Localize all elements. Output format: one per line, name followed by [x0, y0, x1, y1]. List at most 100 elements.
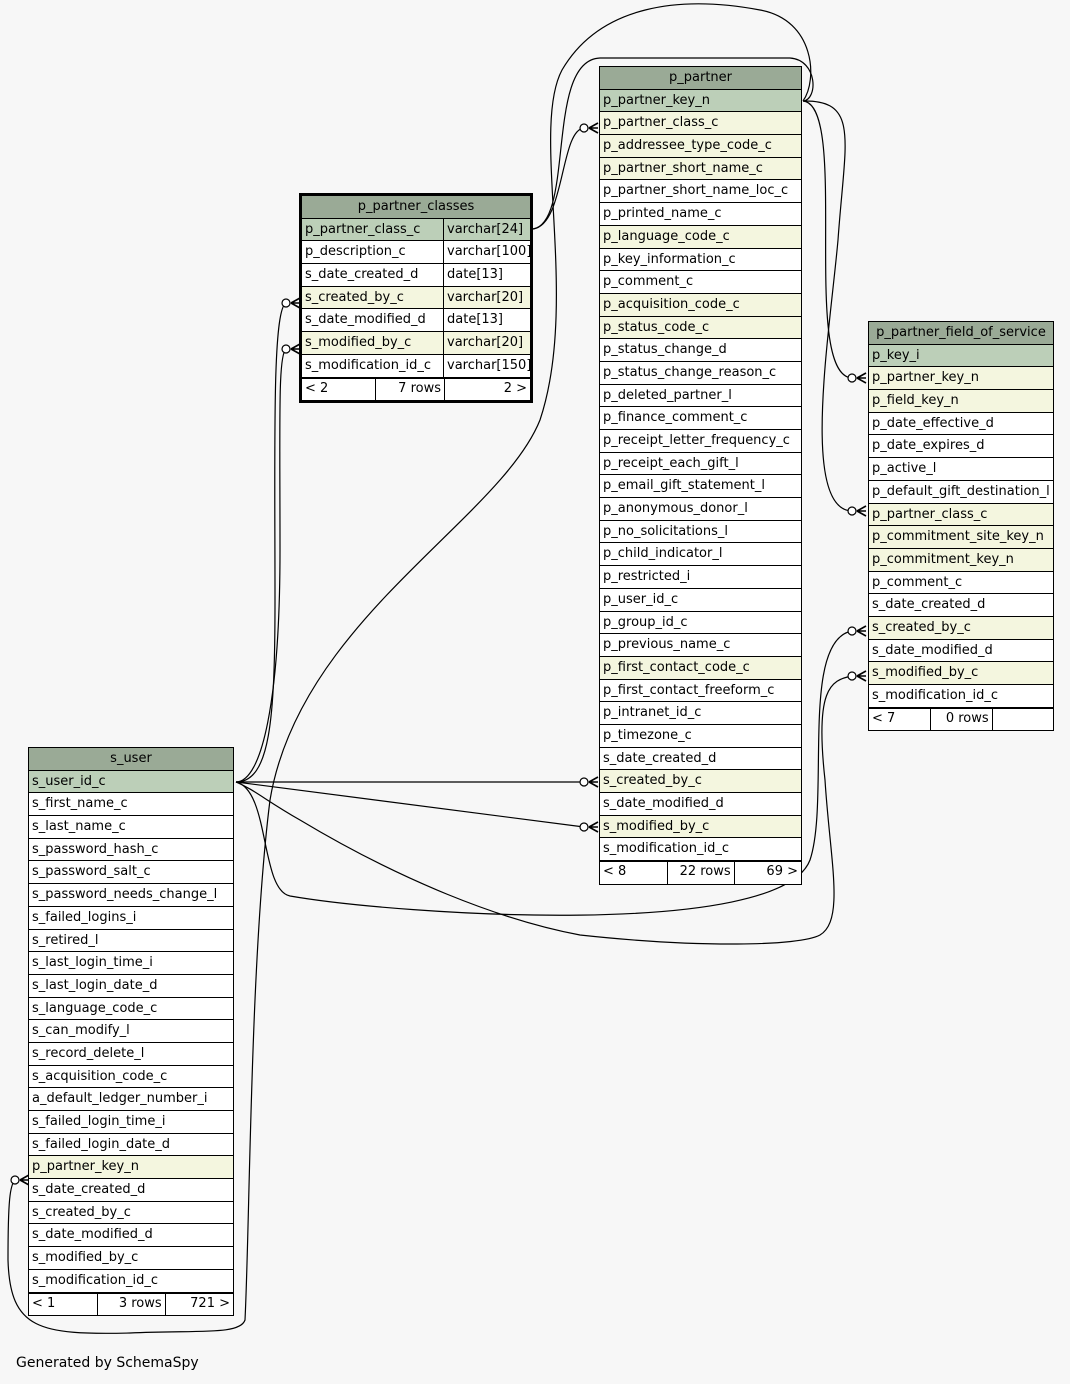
- table-row[interactable]: p_first_contact_code_c: [600, 656, 801, 680]
- table-row[interactable]: s_acquisition_code_c: [29, 1066, 233, 1089]
- table-row[interactable]: s_password_needs_change_l: [29, 884, 233, 907]
- table-row[interactable]: p_status_change_reason_c: [600, 362, 801, 385]
- table-row[interactable]: p_email_gift_statement_l: [600, 475, 801, 499]
- table-row[interactable]: s_record_delete_l: [29, 1043, 233, 1066]
- table-row[interactable]: p_key_i: [869, 344, 1053, 368]
- table-row[interactable]: s_can_modify_l: [29, 1020, 233, 1043]
- table-row[interactable]: p_finance_comment_c: [600, 407, 801, 430]
- table-row[interactable]: s_retired_l: [29, 930, 233, 953]
- column-name: p_user_id_c: [603, 591, 679, 607]
- table-row[interactable]: s_modification_id_c: [600, 838, 801, 862]
- table-row[interactable]: p_receipt_each_gift_l: [600, 453, 801, 476]
- table-row[interactable]: p_user_id_c: [600, 589, 801, 612]
- table-row[interactable]: s_date_modified_d: [869, 640, 1053, 663]
- table-row[interactable]: a_default_ledger_number_i: [29, 1088, 233, 1111]
- table-row[interactable]: p_partner_key_n: [600, 89, 801, 113]
- table-row[interactable]: p_partner_short_name_c: [600, 157, 801, 181]
- table-row[interactable]: p_receipt_letter_frequency_c: [600, 430, 801, 453]
- table-row[interactable]: p_timezone_c: [600, 725, 801, 748]
- table-row[interactable]: p_acquisition_code_c: [600, 293, 801, 317]
- table-row[interactable]: p_key_information_c: [600, 249, 801, 272]
- table-row[interactable]: p_status_change_d: [600, 339, 801, 362]
- table-row[interactable]: p_printed_name_c: [600, 203, 801, 226]
- column-name: p_key_i: [869, 344, 1053, 367]
- table-row[interactable]: s_language_code_c: [29, 998, 233, 1021]
- table-row[interactable]: p_group_id_c: [600, 612, 801, 635]
- table-row[interactable]: s_failed_logins_i: [29, 907, 233, 930]
- table-row[interactable]: s_password_hash_c: [29, 839, 233, 862]
- table-row[interactable]: p_comment_c: [600, 271, 801, 294]
- table-row[interactable]: s_modified_by_c: [29, 1247, 233, 1270]
- zero-or-many-marker-icon: [579, 776, 599, 788]
- table-row[interactable]: p_language_code_c: [600, 225, 801, 249]
- table-row[interactable]: p_commitment_site_key_n: [869, 526, 1053, 549]
- table-row[interactable]: p_date_effective_d: [869, 413, 1053, 436]
- table-row[interactable]: s_date_created_d: [869, 594, 1053, 617]
- table-row[interactable]: p_partner_class_c: [600, 112, 801, 136]
- table-row[interactable]: p_default_gift_destination_l: [869, 481, 1053, 504]
- table-row[interactable]: p_first_contact_freeform_c: [600, 680, 801, 703]
- table-row[interactable]: p_partner_key_n: [869, 367, 1053, 391]
- table-row[interactable]: s_modified_by_c: [600, 815, 801, 839]
- table-row[interactable]: s_user_id_c: [29, 770, 233, 794]
- column-name: p_status_code_c: [600, 316, 801, 339]
- table-row[interactable]: p_no_solicitations_l: [600, 521, 801, 544]
- table-row[interactable]: p_partner_class_c: [869, 503, 1053, 527]
- table-row[interactable]: s_date_modified_d: [29, 1224, 233, 1248]
- table-row[interactable]: s_created_by_c: [600, 770, 801, 793]
- table-row[interactable]: s_failed_login_date_d: [29, 1134, 233, 1157]
- table-row[interactable]: p_previous_name_c: [600, 634, 801, 657]
- table-row[interactable]: p_restricted_i: [600, 566, 801, 589]
- table-row[interactable]: s_failed_login_time_i: [29, 1111, 233, 1134]
- table-row[interactable]: s_date_modified_d: [600, 793, 801, 816]
- table-row[interactable]: s_created_by_c: [29, 1202, 233, 1225]
- column-name: p_comment_c: [603, 274, 694, 290]
- child-count: [991, 708, 1053, 731]
- table-row[interactable]: p_partner_short_name_loc_c: [600, 180, 801, 204]
- table-row[interactable]: s_last_name_c: [29, 816, 233, 839]
- zero-or-many-marker-icon: [847, 372, 867, 384]
- column-name: p_status_change_d: [603, 342, 727, 358]
- table-row[interactable]: s_date_created_d: [600, 748, 801, 771]
- table-row[interactable]: p_date_expires_d: [869, 435, 1053, 459]
- table-row[interactable]: s_modification_id_c: [869, 685, 1053, 708]
- column-name: s_modification_id_c: [603, 841, 729, 857]
- table-row[interactable]: p_comment_c: [869, 572, 1053, 595]
- column-name: s_last_name_c: [32, 819, 126, 835]
- table-row[interactable]: s_date_created_d: [29, 1179, 233, 1202]
- table-row[interactable]: p_child_indicator_l: [600, 543, 801, 567]
- edge-partner-class: [532, 127, 585, 230]
- table-row[interactable]: s_created_by_c: [869, 616, 1053, 640]
- table-row[interactable]: s_password_salt_c: [29, 861, 233, 885]
- table-row[interactable]: p_intranet_id_c: [600, 702, 801, 725]
- column-name: s_date_created_d: [32, 1182, 146, 1198]
- table-row[interactable]: s_last_login_time_i: [29, 952, 233, 975]
- table-row[interactable]: s_last_login_date_d: [29, 975, 233, 998]
- table-row[interactable]: s_modification_id_c: [29, 1270, 233, 1293]
- table-row[interactable]: p_deleted_partner_l: [600, 385, 801, 408]
- table-row[interactable]: p_active_l: [869, 458, 1053, 481]
- table-row[interactable]: p_commitment_key_n: [869, 548, 1053, 572]
- column-name: s_date_modified_d: [305, 312, 426, 328]
- column-name: p_intranet_id_c: [603, 705, 702, 721]
- table-row[interactable]: s_modified_by_c: [869, 662, 1053, 685]
- table-row[interactable]: p_status_code_c: [600, 316, 801, 340]
- table-row[interactable]: p_anonymous_donor_l: [600, 498, 801, 521]
- table-row[interactable]: p_partner_key_n: [29, 1156, 233, 1180]
- table-row[interactable]: p_field_key_n: [869, 390, 1053, 413]
- table-row[interactable]: s_first_name_c: [29, 793, 233, 817]
- table-row[interactable]: p_addressee_type_code_c: [600, 135, 801, 158]
